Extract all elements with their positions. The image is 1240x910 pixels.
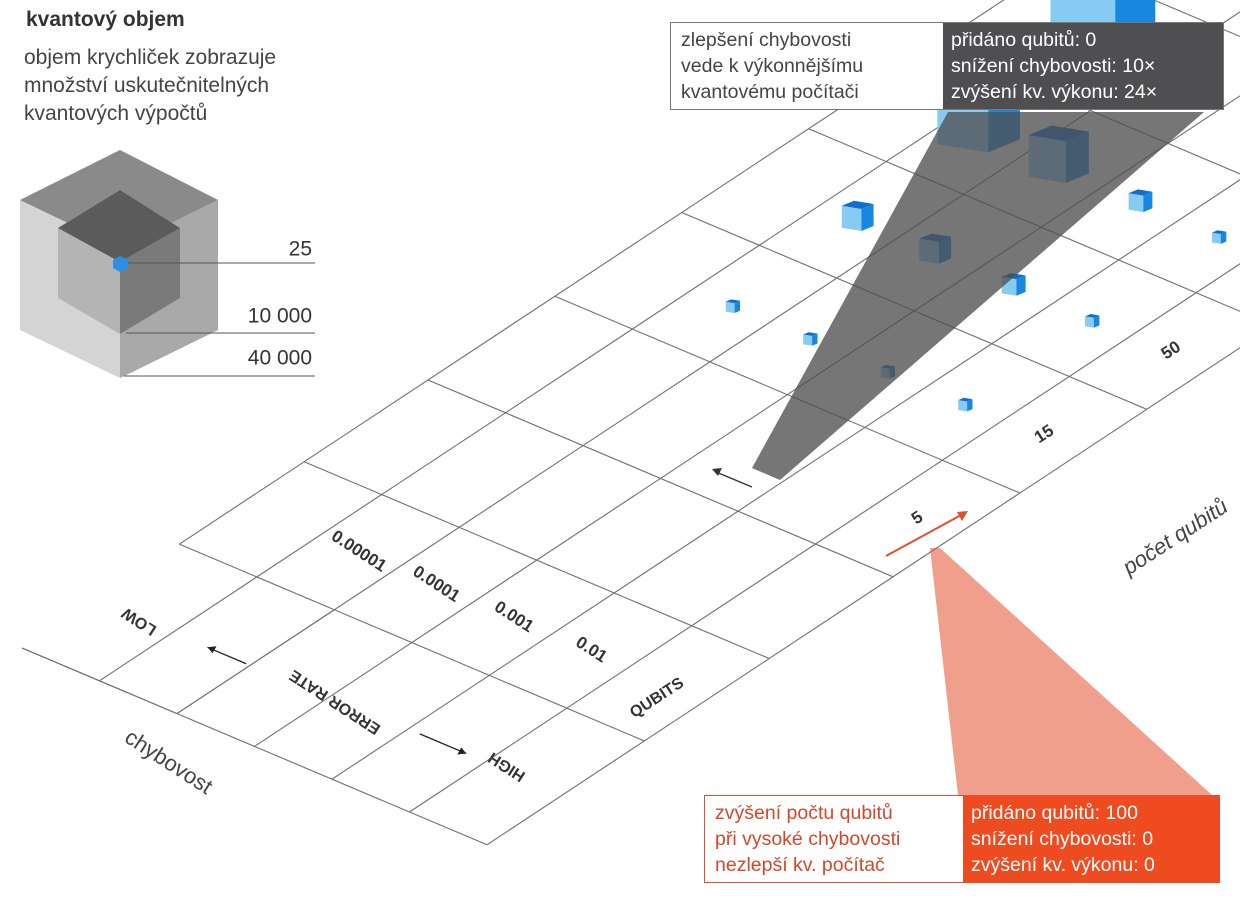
low-arrow-head [207,646,217,654]
callout-top-wedge [752,112,1204,480]
cube-face-left [1128,193,1144,213]
cube-face-left [841,205,862,231]
data-cube [725,299,740,313]
legend-title: kvantový objem [26,8,185,31]
data-cube [1128,189,1153,213]
callout-top-stats: přidáno qubitů: 0 snížení chybovosti: 10… [943,23,1223,109]
callout-top-stat: zvýšení kv. výkonu: 24× [951,81,1158,103]
qubit-arrow [885,513,964,557]
cube-face-top [803,332,818,336]
legend-description: objem krychliček zobrazuje množství usku… [24,46,277,125]
cube-face-top [1128,189,1153,196]
callout-bottom-text-line: nezlepší kv. počítač [715,854,885,876]
low-label: LOW [118,603,159,638]
improvement-arrow-head [712,468,722,476]
legend-cube-middle-right [120,228,180,334]
callout-bottom-stat: snížení chybovosti: 0 [971,828,1154,850]
callout-bottom-wedge [930,548,1212,795]
qubit-axis-title: počet qubitů [1117,493,1232,580]
cube-face-top [725,299,740,304]
grid-line [303,461,770,660]
grid-line [409,263,1240,813]
high-label: HIGH [486,749,529,785]
legend-cube [20,150,218,378]
legend-cube-middle-top [58,190,180,262]
legend-cube-label: 25 [289,238,312,261]
grid-line [427,379,894,578]
data-cube [803,332,818,346]
cube-face-top [1085,314,1100,318]
cube-face-left [958,400,968,412]
callout-bottom-text-line: zvýšení počtu qubitů [715,802,893,824]
grid-line [179,543,645,742]
callout-top-text-line: vede k výkonnějšímu [681,55,864,77]
cube-face-right [812,333,818,346]
cube-face-right [1016,275,1026,296]
data-cube [1212,230,1227,244]
callout-top-text-line: kvantovému počítači [681,81,859,103]
callout-bottom-stats: přidáno qubitů: 100 snížení chybovosti: … [963,796,1219,882]
error-rate-label: ERROR RATE [286,666,383,737]
cube-face-left [1212,232,1221,244]
qubit-arrow-head [957,511,968,521]
legend-cube-label: 40 000 [248,347,312,370]
grid-line [486,347,1240,846]
cube-face-right [967,399,973,412]
high-arrow-head [457,747,467,755]
cube-face-right [734,300,740,313]
callout-bottom-text: zvýšení počtu qubitů při vysoké chybovos… [705,796,963,882]
callout-top-text-line: zlepšení chybovosti [681,29,852,51]
data-cube [841,200,874,231]
callout-top-text: zlepšení chybovosti vede k výkonnějšímu … [671,23,943,109]
high-arrow-line [419,733,467,755]
grid-line [179,0,1005,545]
grid-edge [176,609,335,715]
callout-bottom-stat: přidáno qubitů: 100 [971,802,1138,824]
cube-face-top [1212,230,1227,234]
cube-face-left [803,334,813,346]
cube-face-right [1093,315,1100,328]
callout-top-stat: přidáno qubitů: 0 [951,29,1097,51]
callout-qubit-increase: zvýšení počtu qubitů při vysoké chybovos… [704,795,1220,883]
legend-cube-label: 10 000 [248,305,312,328]
cube-face-right [1143,191,1153,213]
grid-line [554,295,1021,494]
callout-bottom-stat: zvýšení kv. výkonu: 0 [971,854,1155,876]
cube-face-top [958,397,973,402]
cube-face-left [1085,316,1094,328]
callout-error-improvement: zlepšení chybovosti vede k výkonnějšímu … [670,22,1224,110]
cube-face-right [1220,231,1227,244]
grid-edge [21,647,178,715]
grid-line [331,179,1240,780]
cube-face-right [861,204,874,231]
error-axis-title: chybovost [121,724,218,799]
callout-bottom-text-line: při vysoké chybovosti [715,828,901,850]
cube-face-top [841,200,874,209]
legend-cube-small [113,256,128,272]
data-cube [1085,314,1100,328]
cube-face-left [725,301,735,313]
data-cube [958,397,973,412]
callout-top-stat: snížení chybovosti: 10× [951,55,1156,77]
improvement-arrow [715,471,753,488]
